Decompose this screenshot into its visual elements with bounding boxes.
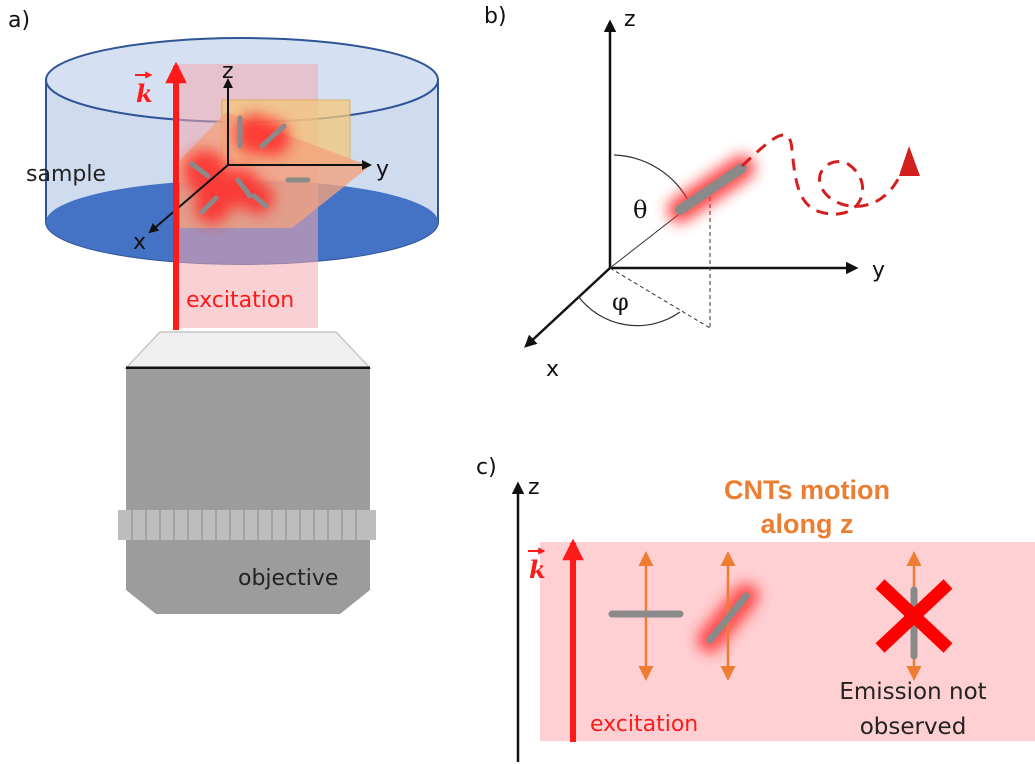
phi-arc: [577, 295, 681, 327]
panel-a-z-label: z: [222, 59, 234, 84]
cnt-rod: [235, 177, 253, 199]
projection-line: [609, 267, 711, 329]
emission-line2: observed: [860, 714, 967, 740]
theta-symbol: θ: [633, 196, 647, 224]
panel-b-axes: z y x: [524, 7, 885, 382]
panel-b-label: b): [484, 4, 507, 29]
panel-b-cnt: [667, 155, 755, 223]
panel-a-y-label: y: [376, 157, 389, 182]
panel-b-z-label: z: [624, 7, 636, 32]
x-axis-arrow: [148, 164, 229, 234]
cnt-rod: [189, 161, 211, 179]
objective: objective: [118, 331, 376, 614]
motion-title-line1: CNTs motion: [724, 475, 890, 505]
excitation-region: [540, 542, 1035, 741]
cnt-horizontal: [599, 551, 693, 681]
panel-a-axes: z y x: [133, 59, 389, 255]
diffusion-trajectory: [740, 133, 908, 216]
phi-symbol: φ: [612, 288, 629, 316]
cnt-rod: [251, 193, 269, 209]
motion-title-line2: along z: [761, 509, 854, 539]
k-vector-label-c: k: [529, 555, 546, 584]
panel-b-y-label: y: [872, 258, 885, 283]
objective-lens-top: [124, 331, 372, 369]
objective-knurl-ring: [118, 510, 376, 540]
emission-line1: Emission not: [839, 679, 986, 705]
k-vector-label: k: [136, 79, 153, 108]
panel-c-label: c): [476, 455, 497, 480]
objective-label: objective: [238, 566, 338, 591]
x-axis-arrow: [524, 267, 611, 348]
cnt-vertical: [875, 551, 953, 681]
panel-a-x-label: x: [133, 230, 146, 255]
cross-mark-icon: [875, 579, 953, 653]
cnt-diagonal: [697, 551, 759, 681]
panel-c-z-label: z: [528, 475, 540, 500]
excitation-label-c: excitation: [590, 712, 698, 737]
cnt-rod: [259, 123, 287, 149]
panel-b-x-label: x: [546, 357, 559, 382]
excitation-label-a: excitation: [186, 288, 294, 313]
cnt-rod: [199, 195, 219, 215]
sample-label: sample: [26, 162, 106, 187]
trajectory-arrowhead: [899, 146, 920, 176]
panel-a-label: a): [8, 8, 30, 33]
sample-cnts: [183, 114, 311, 224]
objective-body: [126, 369, 370, 590]
